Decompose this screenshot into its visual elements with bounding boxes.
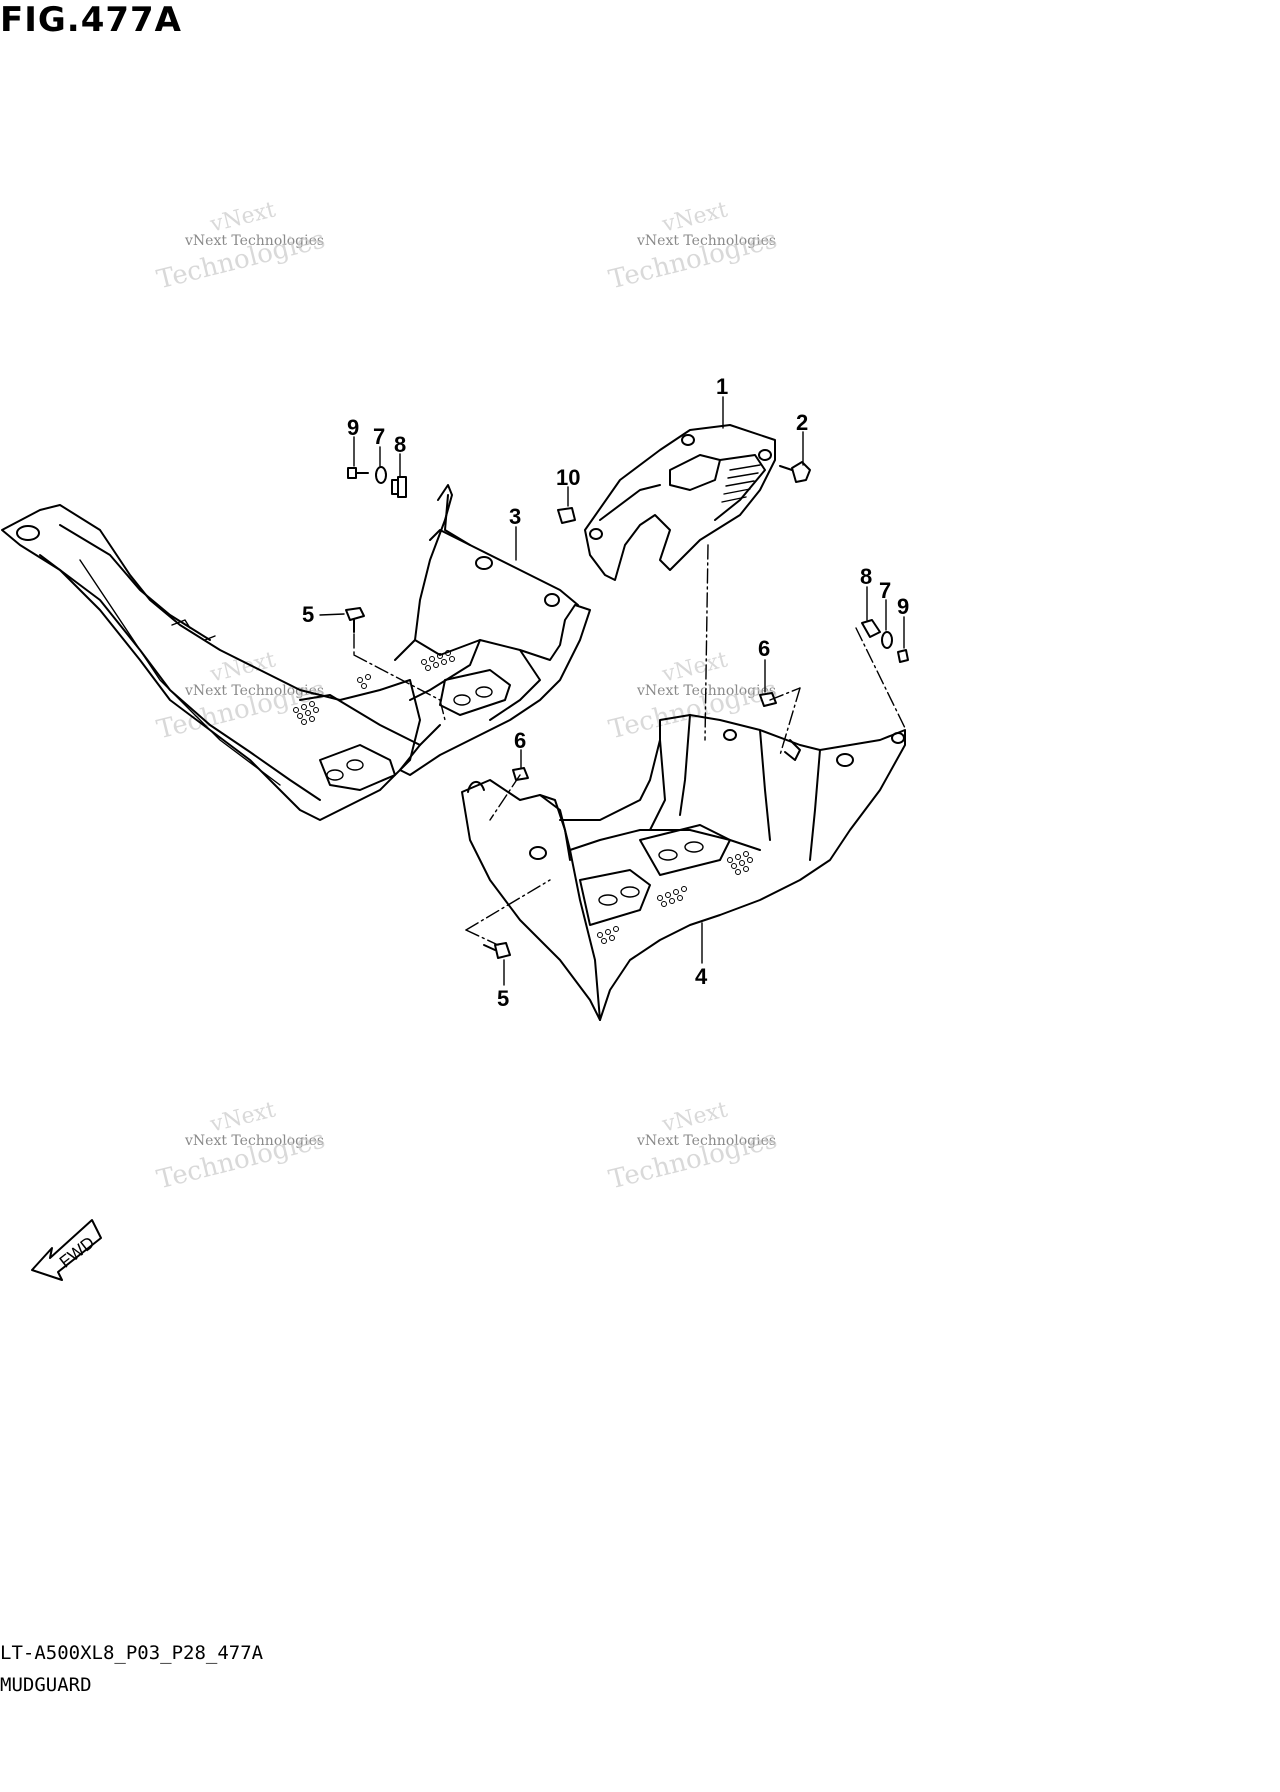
bolt-6-lower — [512, 767, 529, 781]
callout-9-right: 9 — [897, 594, 909, 619]
callout-3: 3 — [509, 504, 521, 529]
callout-5-upper: 5 — [302, 602, 314, 627]
figure-code: LT-A500XL8_P03_P28_477A — [0, 1642, 264, 1664]
bolt-6-upper — [759, 692, 777, 707]
washer-7-left — [375, 466, 387, 484]
callout-5-lower: 5 — [497, 986, 509, 1011]
nut-10 — [557, 507, 576, 524]
fastener-9-right — [897, 649, 909, 663]
leader-lines — [319, 396, 905, 986]
fwd-arrow-icon — [31, 1219, 102, 1281]
fastener-9-left — [347, 467, 369, 479]
grommet-8-right — [861, 619, 881, 638]
figure-title: FIG.477A — [0, 0, 182, 40]
washer-7-right — [881, 631, 893, 649]
callout-4: 4 — [695, 964, 708, 989]
callout-8-right: 8 — [860, 564, 872, 589]
assembly-lines — [353, 544, 906, 946]
callout-6-lower: 6 — [514, 728, 526, 753]
figure-description: MUDGUARD — [0, 1674, 92, 1696]
bolt-2 — [779, 461, 811, 483]
callout-6-upper: 6 — [758, 636, 770, 661]
left-mudguard-panel — [1, 504, 421, 821]
part-1-side-cover — [584, 424, 776, 581]
part-3-footrest-panel — [394, 484, 591, 776]
callout-7-left: 7 — [373, 424, 385, 449]
part-4-footrest-panel — [461, 714, 906, 1021]
bolt-5-lower — [483, 942, 511, 959]
callout-9-left: 9 — [347, 415, 359, 440]
callout-10: 10 — [556, 465, 580, 490]
callout-2: 2 — [796, 410, 808, 435]
callout-8-left: 8 — [394, 432, 406, 457]
bolt-5-upper — [345, 607, 365, 633]
grommet-8-left — [391, 476, 407, 498]
callout-7-right: 7 — [879, 578, 891, 603]
callout-1: 1 — [716, 374, 728, 399]
